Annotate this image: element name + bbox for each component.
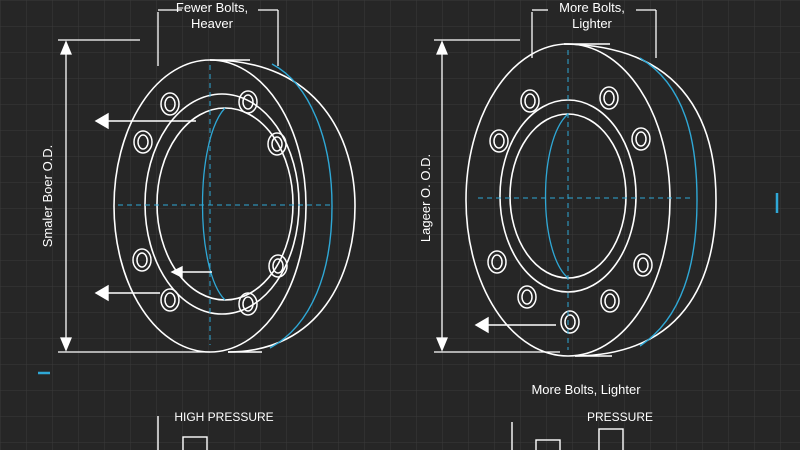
right-top-label-line1: More Bolts, — [559, 0, 625, 15]
left-flange-rear-edge — [209, 59, 356, 353]
bolt-hole — [560, 310, 580, 334]
left-flange-bolts — [132, 90, 288, 316]
right-top-label-line2: Lighter — [572, 16, 612, 31]
right-flange-accent-edge — [639, 57, 698, 347]
bolt-hole — [517, 285, 537, 309]
right-flange-bolts — [487, 86, 653, 334]
bolt-hole — [133, 130, 153, 154]
bottom-schematics — [157, 416, 624, 450]
right-flange-centerlines — [478, 50, 690, 350]
arrow-left-icon — [94, 112, 109, 130]
right-top-callout — [531, 9, 657, 58]
bolt-hole — [132, 248, 152, 272]
bolt-hole — [487, 250, 507, 274]
left-od-label: Smaler Boer O.D. — [40, 145, 55, 248]
bolt-hole — [600, 289, 620, 313]
arrow-left-icon — [474, 316, 489, 334]
left-od-dimension — [58, 39, 210, 353]
bolt-hole — [599, 86, 619, 110]
right-flange-rear-edge — [563, 43, 717, 357]
bolt-hole — [633, 253, 653, 277]
bottom-right-heading: More Bolts, Lighter — [531, 382, 641, 397]
bottom-right-subtitle: PRESSURE — [587, 410, 653, 424]
right-flange-outer-ring — [465, 43, 671, 357]
arrow-left-icon — [94, 284, 109, 302]
left-flange-centerlines — [118, 65, 330, 345]
arrow-left-icon — [170, 265, 183, 279]
left-flange-accent-edge — [269, 63, 333, 349]
bolt-hole — [160, 288, 180, 312]
bottom-left-block — [182, 436, 208, 450]
right-od-dimension — [434, 39, 560, 353]
right-leader-arrows — [474, 316, 556, 334]
bolt-hole — [520, 89, 540, 113]
bolt-hole — [268, 254, 288, 278]
bottom-right-block-small — [535, 439, 561, 450]
right-flange — [465, 43, 717, 357]
right-od-label: Lageer O. O.D. — [418, 154, 433, 242]
left-leader-arrows — [94, 112, 212, 302]
right-flange-bore-accent — [544, 113, 569, 279]
bottom-left-subtitle: HIGH PRESSURE — [174, 410, 273, 424]
bolt-hole — [238, 90, 258, 114]
bolt-hole — [160, 92, 180, 116]
bolt-hole — [238, 292, 258, 316]
bolt-hole — [489, 129, 509, 153]
bottom-right-block-tall — [598, 428, 624, 450]
bolt-hole — [631, 127, 651, 151]
bolt-hole — [267, 132, 287, 156]
left-top-label-line1: Fewer Bolts, — [176, 0, 248, 15]
left-top-callout — [157, 9, 279, 66]
left-flange-hub-ring — [144, 93, 300, 315]
left-top-label-line2: Heaver — [191, 16, 234, 31]
